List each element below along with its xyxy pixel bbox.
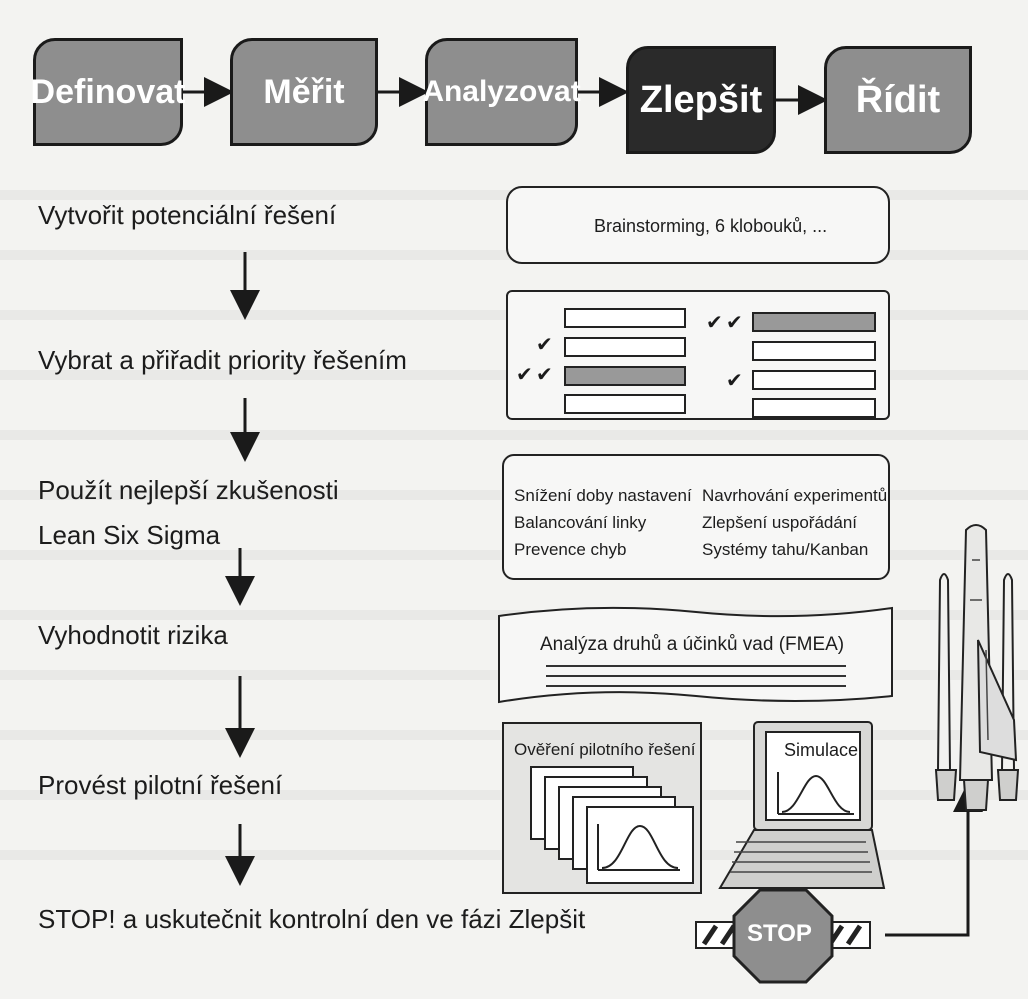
practice-item: Zlepšení uspořádání (702, 513, 857, 532)
fmea-label: Analýza druhů a účinků vad (FMEA) (540, 634, 845, 655)
checkmark-icon: ✔ (536, 364, 553, 386)
brainstorm-label: Brainstorming, 6 klobouků, ... (594, 216, 828, 236)
priority-bar (752, 341, 876, 361)
priority-bar (752, 312, 876, 332)
checkmark-icon: ✔ (726, 312, 743, 334)
checkmark-icon: ✔ (536, 334, 553, 356)
stop-sign-icon (695, 888, 871, 984)
phase-definovat: Definovat (31, 38, 185, 146)
laptop-icon (718, 721, 886, 889)
stop-to-shuttle-arrow (885, 782, 983, 937)
priority-bar (752, 370, 876, 390)
checkmark-icon: ✔ (726, 370, 743, 392)
space-shuttle-icon (934, 524, 1020, 811)
priority-bar (752, 398, 876, 418)
checkmark-icon: ✔ (706, 312, 723, 334)
priority-bar (564, 337, 686, 357)
phase-zlepsit: Zlepšit (626, 46, 776, 154)
pilot-label: Ověření pilotního řešení (514, 740, 696, 759)
step-pilot: Provést pilotní řešení (38, 770, 283, 800)
step-create-solutions: Vytvořit potenciální řešení (38, 200, 337, 230)
phase-merit: Měřit (230, 38, 378, 146)
practice-item: Prevence chyb (514, 540, 627, 559)
priority-bar (564, 394, 686, 414)
practice-item: Systémy tahu/Kanban (702, 540, 869, 559)
fmea-document (498, 606, 893, 704)
practice-item: Snížení doby nastavení (514, 486, 692, 505)
phase-analyzovat: Analyzovat (422, 38, 581, 146)
step-best-practices: Použít nejlepší zkušenosti (38, 475, 339, 505)
brainstorm-box: Brainstorming, 6 klobouků, ... (506, 186, 890, 264)
priority-bar (564, 366, 686, 386)
checkmark-icon: ✔ (516, 364, 533, 386)
phase-ridit: Řídit (824, 46, 972, 154)
practice-item: Balancování linky (514, 513, 647, 532)
practices-box: Snížení doby nastavení Balancování linky… (502, 454, 890, 580)
bell-curve-icon (586, 806, 694, 884)
practice-item: Navrhování experimentů (702, 486, 888, 505)
step-select-prioritize: Vybrat a přiřadit priority řešením (38, 345, 407, 375)
priority-matrix-box: ✔ ✔ ✔ ✔ ✔ ✔ (506, 290, 890, 420)
stop-sign-label: STOP (747, 920, 812, 947)
pilot-panel: Ověření pilotního řešení (502, 722, 702, 894)
simulation-label: Simulace (784, 740, 859, 760)
step-stop-review: STOP! a uskutečnit kontrolní den ve fázi… (38, 904, 586, 934)
step-lean-six-sigma: Lean Six Sigma (38, 520, 221, 550)
step-evaluate-risks: Vyhodnotit rizika (38, 620, 228, 650)
priority-bar (564, 308, 686, 328)
